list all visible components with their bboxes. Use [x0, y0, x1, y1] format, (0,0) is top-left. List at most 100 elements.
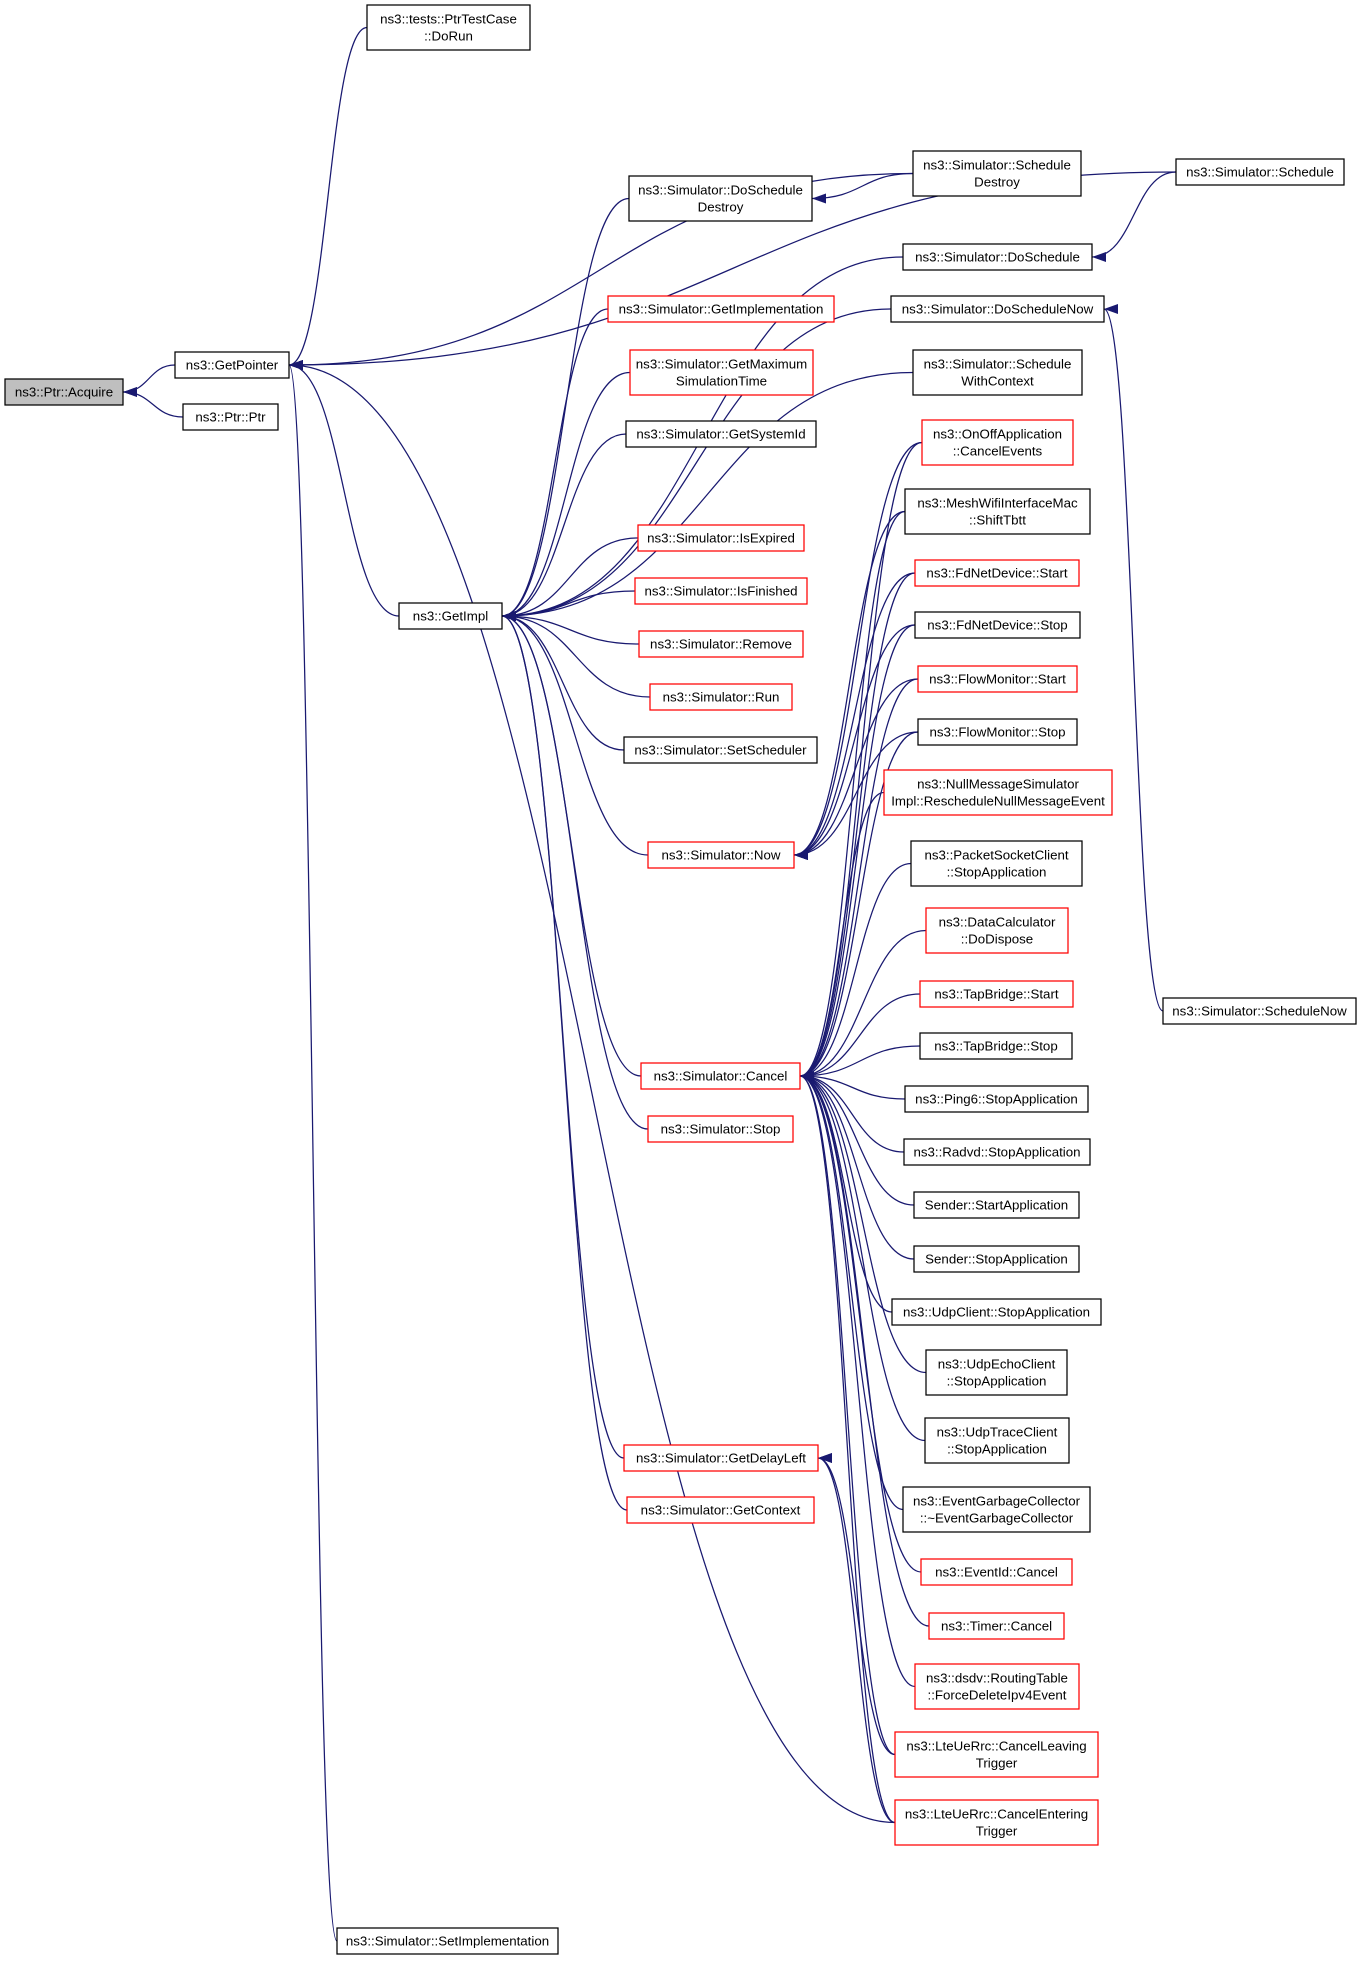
node-box [914, 559, 1080, 587]
node-box [914, 611, 1081, 639]
node-box [607, 295, 835, 323]
node-box [623, 1444, 819, 1472]
node-box [629, 349, 814, 396]
node-label: ns3::TapBridge::Stop [934, 1039, 1057, 1054]
node-getdelayleft[interactable]: ns3::Simulator::GetDelayLeft [623, 1444, 819, 1472]
node-schedule[interactable]: ns3::Simulator::Schedule [1175, 158, 1345, 186]
node-meshshift[interactable]: ns3::MeshWifiInterfaceMac::ShiftTbtt [904, 488, 1091, 535]
edge-lteentering-to-getpointer [288, 360, 896, 1824]
node-setimplementation[interactable]: ns3::Simulator::SetImplementation [336, 1927, 559, 1955]
node-box [917, 665, 1078, 693]
edge-ping6-to-cancel [799, 1071, 906, 1100]
node-getcontext[interactable]: ns3::Simulator::GetContext [626, 1496, 815, 1524]
node-box [625, 420, 817, 448]
node-cancel[interactable]: ns3::Simulator::Cancel [640, 1062, 801, 1090]
edge-onoffcancel-to-cancel [799, 441, 923, 1081]
node-label: ns3::Radvd::StopApplication [913, 1145, 1080, 1160]
node-label: ns3::Simulator::DoScheduleNow [902, 302, 1094, 317]
node-egc[interactable]: ns3::EventGarbageCollector::~EventGarbag… [902, 1486, 1091, 1533]
edge-flowstart-to-cancel [799, 678, 919, 1081]
node-label: ns3::Simulator::Schedule [924, 357, 1072, 372]
node-box [902, 1486, 1091, 1533]
edge-getimpl-to-getpointer [288, 360, 400, 617]
edge-senderstart-to-cancel [799, 1071, 915, 1206]
node-doschedulenow[interactable]: ns3::Simulator::DoScheduleNow [890, 295, 1105, 323]
node-getsystemid[interactable]: ns3::Simulator::GetSystemId [625, 420, 817, 448]
node-label: Trigger [976, 1756, 1018, 1771]
edge-onoffcancel-to-now [793, 441, 923, 860]
node-flowstart[interactable]: ns3::FlowMonitor::Start [917, 665, 1078, 693]
node-flowstop[interactable]: ns3::FlowMonitor::Stop [917, 718, 1078, 746]
edge-tapstart-to-cancel [799, 993, 921, 1081]
edge-schedule-to-doschedule [1091, 171, 1177, 262]
node-schedulenow[interactable]: ns3::Simulator::ScheduleNow [1162, 997, 1357, 1025]
node-udpclient[interactable]: ns3::UdpClient::StopApplication [891, 1298, 1102, 1326]
node-ptrptr[interactable]: ns3::Ptr::Ptr [182, 403, 279, 431]
node-senderstart[interactable]: Sender::StartApplication [913, 1191, 1080, 1219]
node-box [891, 1298, 1102, 1326]
node-packetsocket[interactable]: ns3::PacketSocketClient::StopApplication [910, 840, 1083, 887]
node-label: ns3::UdpTraceClient [937, 1425, 1058, 1440]
edge-scheduledestroy-to-doscheduledestroy [811, 172, 914, 204]
node-label: ns3::Simulator::DoSchedule [638, 183, 803, 198]
node-label: Sender::StopApplication [925, 1252, 1068, 1267]
node-radvd[interactable]: ns3::Radvd::StopApplication [903, 1138, 1091, 1166]
node-stop[interactable]: ns3::Simulator::Stop [647, 1115, 794, 1143]
node-label: Impl::RescheduleNullMessageEvent [891, 794, 1105, 809]
edge-isfinished-to-getimpl [501, 590, 636, 621]
node-now[interactable]: ns3::Simulator::Now [647, 841, 795, 869]
node-run[interactable]: ns3::Simulator::Run [649, 683, 793, 711]
node-getimplementation[interactable]: ns3::Simulator::GetImplementation [607, 295, 835, 323]
node-senderstop[interactable]: Sender::StopApplication [913, 1245, 1080, 1273]
node-box [913, 1245, 1080, 1273]
edge-flowstop-to-now [793, 731, 919, 860]
node-getpointer[interactable]: ns3::GetPointer [174, 351, 290, 379]
node-udpecho[interactable]: ns3::UdpEchoClient::StopApplication [925, 1349, 1068, 1396]
node-box [917, 718, 1078, 746]
node-fdstop[interactable]: ns3::FdNetDevice::Stop [914, 611, 1081, 639]
edge-meshshift-to-now [793, 510, 906, 860]
node-nullmsg[interactable]: ns3::NullMessageSimulatorImpl::Reschedul… [883, 769, 1113, 816]
node-label: ns3::FlowMonitor::Start [929, 672, 1066, 687]
node-label: ns3::UdpClient::StopApplication [903, 1305, 1090, 1320]
node-doschedule[interactable]: ns3::Simulator::DoSchedule [902, 243, 1093, 271]
node-timercancel[interactable]: ns3::Timer::Cancel [928, 1612, 1065, 1640]
node-label: ns3::LteUeRrc::CancelEntering [905, 1807, 1088, 1822]
node-ping6[interactable]: ns3::Ping6::StopApplication [904, 1085, 1089, 1113]
node-box [366, 4, 531, 51]
node-label: ns3::TapBridge::Start [934, 987, 1058, 1002]
node-label: ns3::MeshWifiInterfaceMac [917, 496, 1078, 511]
node-dsdv[interactable]: ns3::dsdv::RoutingTable::ForceDeleteIpv4… [914, 1663, 1080, 1710]
node-box [890, 295, 1105, 323]
node-label: Destroy [974, 175, 1020, 190]
node-udptrace[interactable]: ns3::UdpTraceClient::StopApplication [924, 1417, 1070, 1464]
node-fdstart[interactable]: ns3::FdNetDevice::Start [914, 559, 1080, 587]
node-tapstart[interactable]: ns3::TapBridge::Start [919, 980, 1074, 1008]
node-label: ns3::Simulator::GetContext [641, 1503, 801, 1518]
node-eventidcancel[interactable]: ns3::EventId::Cancel [920, 1558, 1073, 1586]
node-isfinished[interactable]: ns3::Simulator::IsFinished [634, 577, 808, 605]
edge-lteleaving-to-getdelayleft [817, 1453, 896, 1756]
node-onoffcancel[interactable]: ns3::OnOffApplication::CancelEvents [921, 419, 1074, 466]
edge-getpointer-to-acquire [122, 364, 176, 397]
node-label: ns3::tests::PtrTestCase [380, 12, 517, 27]
node-tapstop[interactable]: ns3::TapBridge::Stop [919, 1032, 1073, 1060]
node-acquire[interactable]: ns3::Ptr::Acquire [4, 378, 124, 406]
node-ptrtestcase[interactable]: ns3::tests::PtrTestCase::DoRun [366, 4, 531, 51]
node-label: WithContext [961, 374, 1034, 389]
node-getimpl[interactable]: ns3::GetImpl [398, 602, 503, 630]
edge-doschedulenow-to-getimpl [501, 308, 892, 621]
node-box [925, 1349, 1068, 1396]
edge-fdstop-to-cancel [799, 624, 916, 1081]
node-box [921, 419, 1074, 466]
node-datacalc[interactable]: ns3::DataCalculator::DoDispose [925, 907, 1069, 954]
node-setscheduler[interactable]: ns3::Simulator::SetScheduler [623, 736, 818, 764]
node-remove[interactable]: ns3::Simulator::Remove [638, 630, 804, 658]
node-isexpired[interactable]: ns3::Simulator::IsExpired [637, 524, 805, 552]
